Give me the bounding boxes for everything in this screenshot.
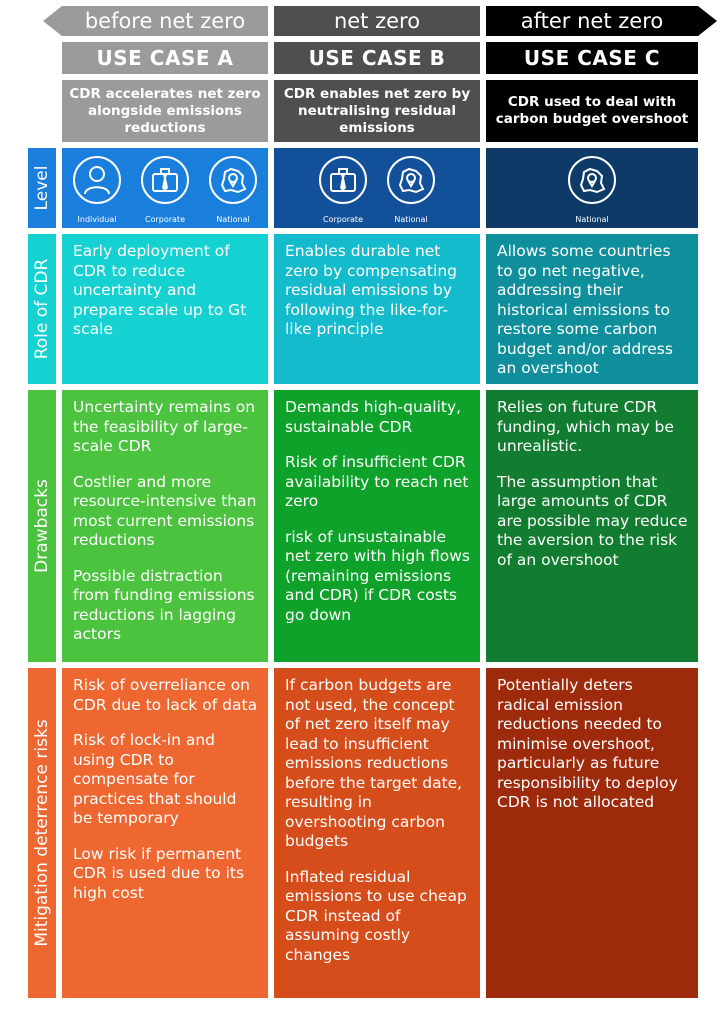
- national-icon: [568, 156, 616, 204]
- icon-label: Corporate: [323, 215, 363, 224]
- use-case-c-description: CDR used to deal with carbon budget over…: [486, 80, 698, 142]
- level-icon-national: National: [378, 156, 444, 228]
- level-cell-b: Corporate National: [274, 148, 480, 228]
- cell-text: Risk of overreliance on CDR due to lack …: [73, 676, 258, 714]
- role-cell-a: Early deployment of CDR to reduce uncert…: [62, 234, 268, 384]
- national-icon: [209, 156, 257, 204]
- role-cell-b: Enables durable net zero by compensating…: [274, 234, 480, 384]
- cell-text: Risk of lock-in and using CDR to compens…: [73, 731, 237, 827]
- cell-text: Relies on future CDR funding, which may …: [497, 398, 674, 455]
- phase-after-net-zero: after net zero: [486, 6, 717, 36]
- cell-text: Inflated residual emissions to use cheap…: [285, 867, 467, 964]
- cell-text: Costlier and more resource-intensive tha…: [73, 472, 257, 550]
- level-icon-national: National: [200, 156, 266, 228]
- use-case-c-title: USE CASE C: [486, 42, 698, 74]
- row-label-level: Level: [28, 148, 56, 228]
- cell-text: Low risk if permanent CDR is used due to…: [73, 844, 245, 902]
- cell-text: Enables durable net zero by compensating…: [285, 242, 457, 338]
- icon-label: National: [575, 215, 609, 224]
- use-case-a-title: USE CASE A: [62, 42, 268, 74]
- corporate-icon: [141, 156, 189, 204]
- icon-label: Corporate: [145, 215, 185, 224]
- row-label-role-of-cdr: Role of CDR: [28, 234, 56, 384]
- level-icon-corporate: Corporate: [132, 156, 198, 228]
- cell-text: Potentially deters radical emission redu…: [497, 676, 678, 811]
- cell-text: Risk of insufficient CDR availability to…: [285, 453, 469, 510]
- row-label-drawbacks: Drawbacks: [28, 390, 56, 662]
- cell-text: Early deployment of CDR to reduce uncert…: [73, 242, 247, 338]
- corporate-icon: [319, 156, 367, 204]
- drawbacks-cell-c: Relies on future CDR funding, which may …: [486, 390, 698, 662]
- drawbacks-cell-b: Demands high-quality, sustainable CDR Ri…: [274, 390, 480, 662]
- use-case-a-description: CDR accelerates net zero alongside emiss…: [62, 80, 268, 142]
- icon-label: National: [216, 215, 250, 224]
- national-icon: [387, 156, 435, 204]
- cell-text: risk of unsustainable net zero with high…: [285, 527, 471, 624]
- cell-text: Uncertainty remains on the feasibility o…: [73, 398, 256, 455]
- drawbacks-cell-a: Uncertainty remains on the feasibility o…: [62, 390, 268, 662]
- cell-text: The assumption that large amounts of CDR…: [497, 472, 688, 569]
- phase-before-net-zero: before net zero: [43, 6, 268, 36]
- cell-text: Demands high-quality, sustainable CDR: [285, 398, 462, 436]
- mitigation-cell-c: Potentially deters radical emission redu…: [486, 668, 698, 998]
- level-cell-c: National: [486, 148, 698, 228]
- cell-text: If carbon budgets are not used, the conc…: [285, 676, 463, 850]
- icon-label: Individual: [77, 215, 117, 224]
- level-cell-a: Individual Corporate National: [62, 148, 268, 228]
- level-icon-corporate: Corporate: [310, 156, 376, 228]
- row-label-mitigation-deterrence-risks: Mitigation deterrence risks: [28, 668, 56, 998]
- level-icon-individual: Individual: [64, 156, 130, 228]
- use-case-b-title: USE CASE B: [274, 42, 480, 74]
- role-cell-c: Allows some countries to go net negative…: [486, 234, 698, 384]
- mitigation-cell-b: If carbon budgets are not used, the conc…: [274, 668, 480, 998]
- phase-net-zero: net zero: [274, 6, 480, 36]
- icon-label: National: [394, 215, 428, 224]
- individual-icon: [73, 156, 121, 204]
- level-icon-national: National: [559, 156, 625, 228]
- use-case-b-description: CDR enables net zero by neutralising res…: [274, 80, 480, 142]
- mitigation-cell-a: Risk of overreliance on CDR due to lack …: [62, 668, 268, 998]
- cell-text: Possible distraction from funding emissi…: [73, 566, 255, 644]
- cell-text: Allows some countries to go net negative…: [497, 242, 673, 377]
